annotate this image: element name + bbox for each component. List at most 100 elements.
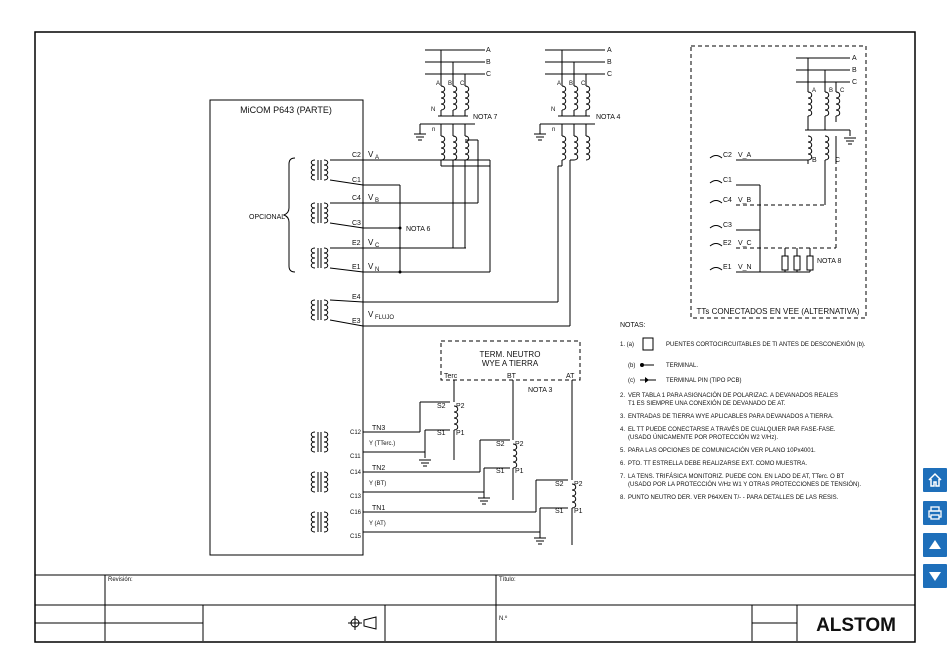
scroll-down-button[interactable] bbox=[923, 564, 947, 588]
home-button[interactable] bbox=[923, 468, 947, 492]
projection-symbol-icon bbox=[348, 616, 377, 630]
note-num: 7. bbox=[620, 474, 625, 480]
ct-s2: S2 bbox=[496, 441, 505, 448]
note-num: 1. (a) bbox=[620, 342, 634, 348]
signal-sub: FLUJO bbox=[375, 315, 394, 321]
ct-s1: S1 bbox=[555, 508, 564, 515]
signal-label: V_A bbox=[738, 152, 752, 159]
home-icon bbox=[928, 472, 942, 487]
terminal-label: C2 bbox=[352, 152, 361, 159]
relay-box bbox=[209, 99, 364, 556]
supply-left: A B C A B C N NOTA 7 n bbox=[413, 47, 497, 272]
terminal-label: C3 bbox=[723, 222, 732, 229]
signal-label: V_N bbox=[738, 264, 752, 271]
terminal-label: C1 bbox=[352, 177, 361, 184]
tn2-group: TN2 C14 C13 Y (BT) bbox=[310, 439, 510, 505]
note-num: 6. bbox=[620, 461, 625, 467]
note-text: (USADO ÚNICAMENTE POR PROTECCIÓN W2 V/Hz… bbox=[628, 434, 778, 441]
phase-label: A bbox=[557, 81, 561, 87]
neutral-line2: WYE A TIERRA bbox=[482, 359, 539, 368]
nota-3-label: NOTA 3 bbox=[528, 387, 552, 394]
phase-label: B bbox=[852, 67, 857, 74]
bt-label: BT bbox=[507, 373, 517, 380]
tn-name: TN3 bbox=[372, 425, 385, 432]
terminal-icon bbox=[640, 363, 654, 367]
note-text: LA TENS. TRIFÁSICA MONITORIZ. PUEDE CON.… bbox=[628, 473, 844, 480]
terminal-label: C11 bbox=[350, 454, 361, 460]
terminal-label: E4 bbox=[352, 294, 361, 301]
note-text: VER TABLA 1 PARA ASIGNACIÓN DE POLARIZAC… bbox=[628, 392, 838, 399]
signal-sub: N bbox=[375, 267, 379, 273]
terminal-label: E1 bbox=[352, 264, 361, 271]
relay-title: MiCOM P643 (PARTE) bbox=[240, 105, 332, 115]
n-label: N bbox=[551, 107, 555, 113]
ct-at: S2 P2 S1 P1 bbox=[555, 380, 583, 545]
note-num: 4. bbox=[620, 427, 625, 433]
note-text: (USADO POR LA PROTECCIÓN V/Hz W1 Y OTRAS… bbox=[628, 481, 861, 488]
signal-label: V_B bbox=[738, 197, 752, 204]
note-num: 2. bbox=[620, 393, 625, 399]
notes-block: NOTAS: 1. (a) PUENTES CORTOCIRCUITABLES … bbox=[620, 322, 866, 501]
ct-p1: P1 bbox=[456, 430, 465, 437]
number-label: N.º bbox=[499, 615, 508, 622]
nota-8-label: NOTA 8 bbox=[817, 258, 841, 265]
note-num: (b) bbox=[628, 363, 635, 369]
terminal-label: E2 bbox=[723, 240, 732, 247]
signal-label: V bbox=[368, 238, 374, 247]
tn-meas: Y (AT) bbox=[369, 521, 386, 527]
vt-input-group: C2 V A C1 C4 V B C3 E2 V C E1 V N OPCION… bbox=[249, 150, 490, 274]
signal-label: V bbox=[368, 262, 374, 271]
terminal-label: C2 bbox=[723, 152, 732, 159]
ct-p2: P2 bbox=[456, 403, 465, 410]
ct-s2: S2 bbox=[437, 403, 446, 410]
signal-label: V bbox=[368, 193, 374, 202]
terminal-label: E2 bbox=[352, 240, 361, 247]
phase-label: B bbox=[829, 88, 833, 94]
supply-mid: A B C A B C N NOTA 4 n bbox=[533, 47, 620, 326]
nota-4-label: NOTA 4 bbox=[596, 114, 620, 121]
phase-label: A bbox=[812, 88, 816, 94]
phase-label: C bbox=[607, 71, 612, 78]
vee-box: TTs CONECTADOS EN VEE (ALTERNATIVA) A B … bbox=[690, 45, 867, 319]
signal-sub: A bbox=[375, 155, 379, 161]
print-button[interactable] bbox=[923, 501, 947, 525]
phase-label: C bbox=[840, 88, 845, 94]
ct-terc: S2 P2 S1 P1 bbox=[437, 380, 465, 460]
note-text: TERMINAL PIN (TIPO PCB) bbox=[666, 378, 741, 384]
ct-bt: S2 P2 S1 P1 bbox=[496, 380, 524, 500]
terminal-label: C1 bbox=[723, 177, 732, 184]
phase-label: A bbox=[436, 81, 440, 87]
opcional-label: OPCIONAL bbox=[249, 214, 285, 221]
ct-s1: S1 bbox=[496, 468, 505, 475]
tn3-group: TN3 C12 C11 Y (TTerc.) bbox=[310, 401, 450, 467]
terminal-label: C3 bbox=[352, 220, 361, 227]
ct-p2: P2 bbox=[515, 441, 524, 448]
scroll-up-button[interactable] bbox=[923, 533, 947, 557]
phase-label: C bbox=[852, 79, 857, 86]
note-text: PTO. TT ESTRELLA DEBE REALIZARSE EXT. CO… bbox=[628, 461, 807, 467]
title-block: Revisión: Título: N.º ALSTOM bbox=[35, 574, 915, 641]
tn1-group: TN1 C16 C15 Y (AT) bbox=[310, 479, 568, 545]
terminal-label: C13 bbox=[350, 494, 362, 500]
title-label: Título: bbox=[499, 577, 516, 583]
ct-p2: P2 bbox=[574, 481, 583, 488]
signal-label: V bbox=[368, 310, 374, 319]
note-text: TERMINAL. bbox=[666, 363, 698, 369]
signal-label: V bbox=[368, 150, 374, 159]
nota-6-label: NOTA 6 bbox=[406, 226, 430, 233]
note-num: (c) bbox=[628, 378, 635, 384]
phase-label: B bbox=[486, 59, 491, 66]
n-label: n bbox=[552, 127, 555, 133]
note-text: T1 ES SIEMPRE UNA CONEXIÓN DE DEVANADO D… bbox=[628, 400, 786, 407]
n-label: N bbox=[431, 107, 435, 113]
terminal-label: C12 bbox=[350, 430, 362, 436]
terminal-label: C14 bbox=[350, 470, 362, 476]
notes-heading: NOTAS: bbox=[620, 322, 646, 329]
ct-s2: S2 bbox=[555, 481, 564, 488]
neutral-line1: TERM. NEUTRO bbox=[480, 350, 541, 359]
phase-label: C bbox=[581, 81, 586, 87]
pin-terminal-icon bbox=[640, 377, 656, 383]
phase-label: B bbox=[607, 59, 612, 66]
neutral-box: TERM. NEUTRO WYE A TIERRA Terc BT AT NOT… bbox=[440, 340, 581, 394]
